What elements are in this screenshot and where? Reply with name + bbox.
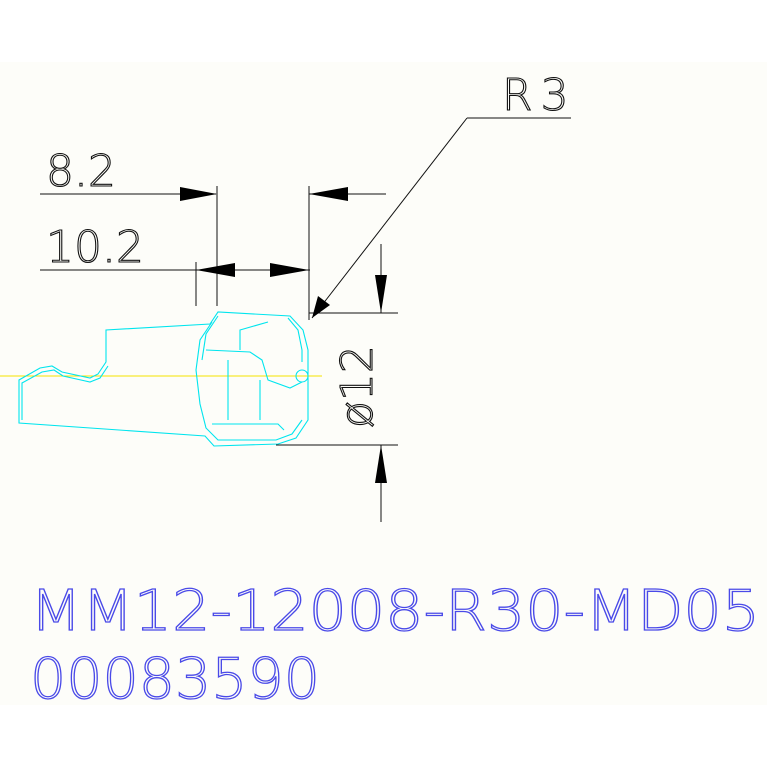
arrow-dia-bottom: [375, 445, 387, 483]
dim-label-r3: R3: [502, 70, 577, 121]
arrow-10-2-right: [270, 263, 309, 277]
dim-label-diameter: ø12: [332, 345, 383, 428]
arrow-top-right: [309, 187, 348, 201]
part-number: 00083590: [30, 647, 320, 712]
arrow-10-2-left: [196, 263, 235, 277]
drawing-background: [0, 62, 767, 705]
dim-label-10-2: 10.2: [46, 222, 144, 273]
arrow-8-2: [180, 187, 217, 201]
dimension-lines: [40, 117, 571, 522]
part-code: MM12-12008-R30-MD05: [30, 579, 760, 644]
dimension-arrows: [180, 187, 387, 483]
arrow-r3: [312, 296, 330, 318]
insert-outline: [18, 311, 309, 447]
arrow-dia-top: [375, 275, 387, 313]
dim-label-8-2: 8.2: [46, 146, 116, 197]
